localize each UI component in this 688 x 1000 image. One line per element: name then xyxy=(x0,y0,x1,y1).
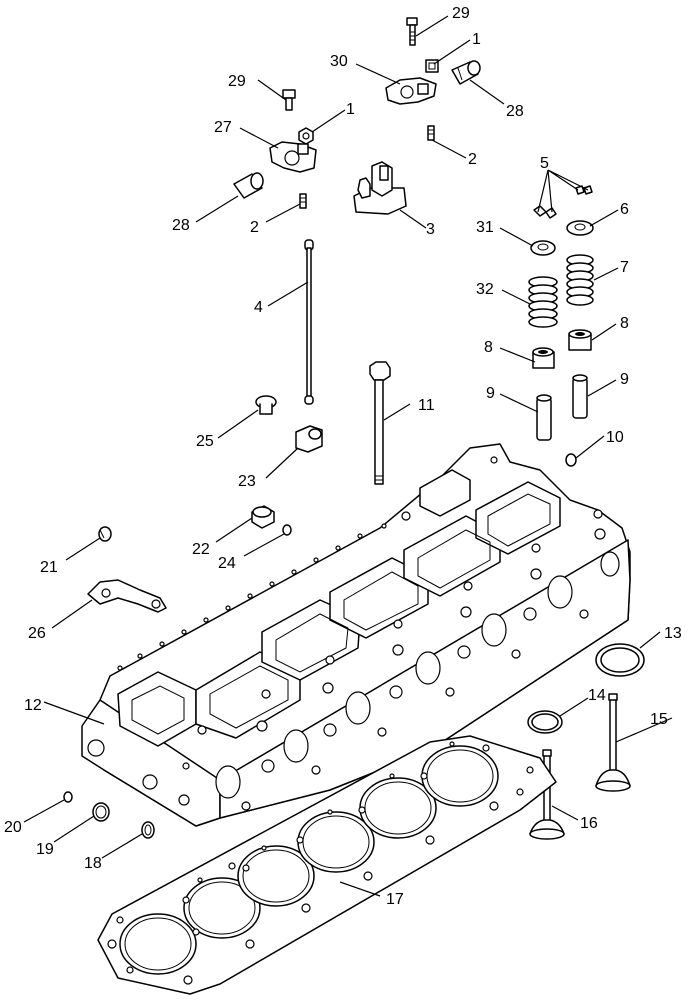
valve-stem-seal-left xyxy=(532,347,555,369)
push-rod xyxy=(304,239,314,405)
callout-17: 17 xyxy=(386,891,404,908)
rocker-arm-upper xyxy=(385,77,437,105)
callout-7: 7 xyxy=(620,259,629,276)
callout-29-left: 29 xyxy=(228,73,246,90)
callout-16: 16 xyxy=(580,815,598,832)
callout-11: 11 xyxy=(418,397,435,414)
callout-2-upper: 2 xyxy=(468,151,477,168)
callout-20: 20 xyxy=(4,819,22,836)
o-ring-small xyxy=(282,524,292,536)
callout-22: 22 xyxy=(192,541,210,558)
leader-lines xyxy=(23,15,673,897)
callout-2-left: 2 xyxy=(250,219,259,236)
o-ring-19 xyxy=(92,802,110,822)
spring-retainer-left xyxy=(530,240,556,256)
callout-24: 24 xyxy=(218,555,236,572)
callout-28-upper: 28 xyxy=(506,103,524,120)
nut-left xyxy=(298,127,314,145)
adjusting-screw-upper xyxy=(427,125,435,141)
plug-small xyxy=(565,453,577,467)
callout-26: 26 xyxy=(28,625,46,642)
callout-3: 3 xyxy=(426,221,435,238)
callout-6: 6 xyxy=(620,201,629,218)
callout-25: 25 xyxy=(196,433,214,450)
callout-30: 30 xyxy=(330,53,348,70)
callout-13: 13 xyxy=(664,625,682,642)
valve-guide-right xyxy=(572,374,588,419)
valve-spring-left xyxy=(528,276,558,328)
rocker-shaft-left xyxy=(233,172,264,199)
rocker-support xyxy=(353,161,407,215)
seal-ring-large xyxy=(595,643,645,677)
core-plug xyxy=(98,526,112,542)
callout-27: 27 xyxy=(214,119,232,136)
callout-31: 31 xyxy=(476,219,494,236)
head-bolt xyxy=(369,361,391,485)
rocker-arm-left xyxy=(269,141,317,173)
callout-28-left: 28 xyxy=(172,217,190,234)
callout-labels: 29 1 30 28 29 1 27 2 2 28 5 6 3 31 7 4 3… xyxy=(4,5,682,908)
threaded-plug xyxy=(255,395,277,415)
callout-23: 23 xyxy=(238,473,256,490)
o-ring-20 xyxy=(63,791,73,803)
bolt-upper xyxy=(406,17,418,46)
nut-upper xyxy=(425,59,439,73)
callout-21: 21 xyxy=(40,559,58,576)
seal-ring-medium xyxy=(527,710,563,734)
cylinder-head xyxy=(81,443,631,827)
valve-keepers xyxy=(533,185,593,219)
lifting-bracket xyxy=(87,579,167,613)
valve-stem-seal-right xyxy=(568,329,592,351)
valve-guide-left xyxy=(536,394,552,441)
callout-8-right: 8 xyxy=(620,315,629,332)
rocker-shaft-upper xyxy=(451,60,481,85)
adjusting-screw-left xyxy=(299,193,307,209)
callout-9-left: 9 xyxy=(486,385,495,402)
callout-19: 19 xyxy=(36,841,54,858)
bolt-left xyxy=(282,89,296,111)
callout-29-upper: 29 xyxy=(452,5,470,22)
callout-4: 4 xyxy=(254,299,263,316)
callout-10: 10 xyxy=(606,429,624,446)
callout-12: 12 xyxy=(24,697,42,714)
callout-15: 15 xyxy=(650,711,668,728)
callout-1-left: 1 xyxy=(346,101,355,118)
expansion-plug xyxy=(251,505,275,529)
callout-32: 32 xyxy=(476,281,494,298)
callout-18: 18 xyxy=(84,855,102,872)
spring-retainer-right xyxy=(566,220,594,236)
valve-spring-right xyxy=(566,254,594,306)
callout-1-upper: 1 xyxy=(472,31,481,48)
o-ring-18 xyxy=(141,821,155,839)
bushing xyxy=(295,425,323,453)
callout-5: 5 xyxy=(540,155,549,172)
head-gasket xyxy=(97,735,557,995)
callout-14: 14 xyxy=(588,687,606,704)
callout-8-left: 8 xyxy=(484,339,493,356)
callout-9-right: 9 xyxy=(620,371,629,388)
exhaust-valve xyxy=(595,693,631,792)
